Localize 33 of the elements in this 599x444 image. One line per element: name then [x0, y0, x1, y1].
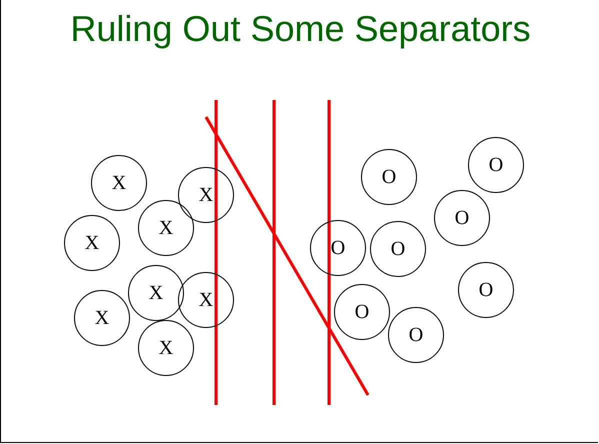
data-point-circle — [138, 200, 194, 256]
data-point-circle — [388, 307, 444, 363]
point-label: X — [84, 232, 100, 254]
point-label: X — [158, 216, 174, 240]
point-label: O — [330, 236, 346, 260]
data-point-circle — [178, 167, 234, 223]
data-point-circle — [434, 190, 490, 246]
point-label: O — [408, 324, 424, 346]
point-label: O — [454, 206, 470, 230]
data-point-circle — [138, 320, 194, 376]
data-point-circle — [74, 290, 130, 346]
point-label: O — [382, 166, 396, 188]
point-label: O — [488, 154, 504, 176]
data-point-circle — [178, 272, 234, 328]
point-label: O — [478, 278, 494, 302]
point-label: X — [198, 184, 214, 206]
data-point-circle — [334, 284, 390, 340]
point-label: O — [390, 238, 406, 260]
data-point-circle — [370, 221, 426, 277]
data-point-circle — [458, 262, 514, 318]
data-point-circle — [468, 137, 524, 193]
point-label: O — [354, 300, 370, 324]
data-point-circle — [128, 265, 184, 321]
data-point-circle — [361, 149, 417, 205]
data-point-circle — [64, 215, 120, 271]
title: Ruling Out Some Separators — [69, 8, 532, 50]
data-point-circle — [310, 220, 366, 276]
data-point-circle — [91, 155, 147, 211]
point-label: X — [198, 288, 214, 312]
point-label: X — [94, 306, 110, 330]
point-label: X — [112, 172, 126, 194]
point-label: X — [158, 336, 174, 360]
point-label: X — [148, 282, 164, 304]
